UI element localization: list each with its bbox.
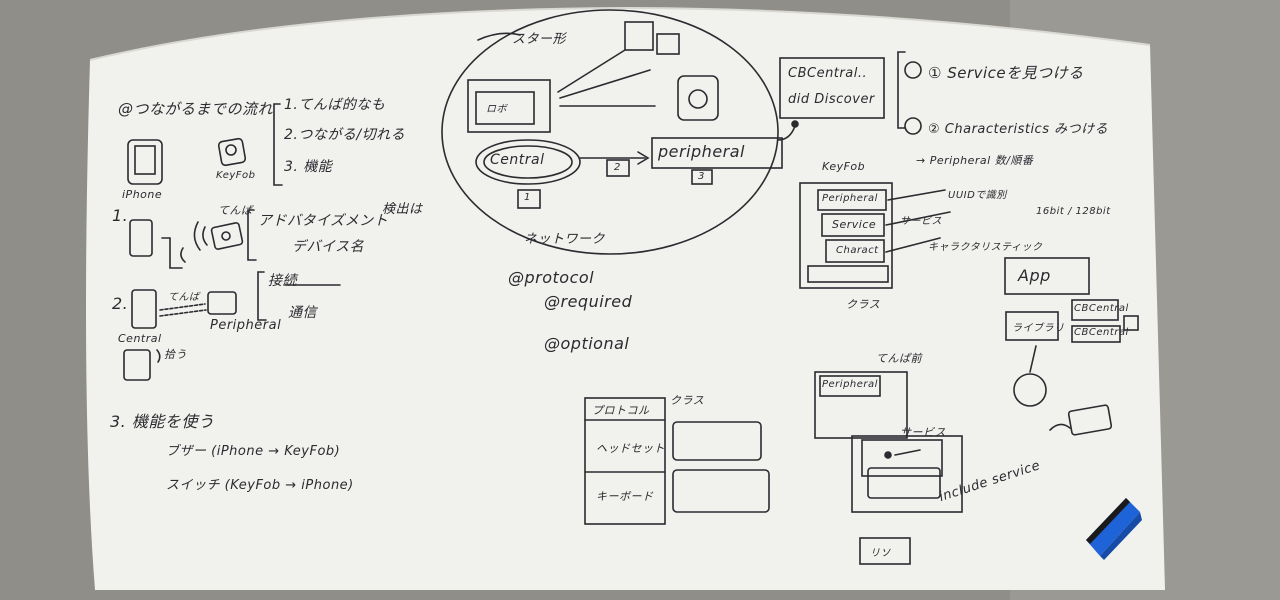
library-label: ライブラリ xyxy=(1012,323,1065,334)
keyfob-box-service: Service xyxy=(832,218,877,231)
cb-line1: CBCentral.. xyxy=(788,66,868,81)
section2-extra: 拾う xyxy=(164,348,187,361)
section3-title: 3. 機能を使う xyxy=(110,412,215,431)
network-label: ネットワーク xyxy=(524,232,606,247)
iphone-label: iPhone xyxy=(122,188,163,201)
protocol-line2: @required xyxy=(544,292,633,311)
characteristic-note: キャラクタリスティック xyxy=(928,242,1043,253)
section1-item1: アドバタイズメント xyxy=(258,213,389,229)
keyfob-box-charact: Charact xyxy=(836,245,879,256)
right-step1: ① Serviceを見つける xyxy=(928,64,1084,82)
class-label: クラス xyxy=(846,298,881,311)
section3-line2: スイッチ (KeyFob → iPhone) xyxy=(166,478,354,493)
step-2: 2.つながる/切れる xyxy=(284,127,406,143)
keyfob-label: KeyFob xyxy=(216,170,256,181)
table-row-keyboard: キーボード xyxy=(596,490,654,503)
star-label: スター形 xyxy=(512,32,567,47)
eraser xyxy=(1086,498,1142,560)
keyfob-title: KeyFob xyxy=(822,160,866,173)
step-3: 3. 機能 xyxy=(284,159,333,175)
central-node: Central xyxy=(490,152,545,168)
protocol-line3: @optional xyxy=(544,334,630,353)
section3-line1: ブザー (iPhone → KeyFob) xyxy=(166,444,341,459)
table-header-class: クラス xyxy=(670,394,705,407)
central-label: Central xyxy=(118,332,162,345)
bits-note: 16bit / 128bit xyxy=(1036,206,1111,217)
small-box-label: ロボ xyxy=(486,104,507,115)
section2-item2: 通信 xyxy=(288,305,317,321)
cbcentral-label-2: CBCentral xyxy=(1074,327,1129,338)
section1-note: 検出は xyxy=(382,202,423,217)
num-3: 3 xyxy=(698,171,705,182)
table-row-headset: ヘッドセット xyxy=(596,442,665,455)
num-1: 1 xyxy=(524,192,531,203)
protocol-line1: @protocol xyxy=(508,268,595,287)
bottom-box: リソ xyxy=(870,548,891,559)
num-2: 2 xyxy=(614,162,621,173)
peripheral-label: Peripheral xyxy=(210,318,282,333)
peripheral-node: peripheral xyxy=(658,142,745,161)
bottom-service: サービス xyxy=(900,426,946,439)
section2-number: 2. xyxy=(112,294,129,313)
title-note: @つながるまでの流れ xyxy=(118,100,274,118)
section1-item2: デバイス名 xyxy=(292,239,365,255)
uuid-note: UUIDで識別 xyxy=(948,190,1007,201)
right-step2: ② Characteristics みつける xyxy=(928,122,1109,137)
table-header-protocol: プロトコル xyxy=(592,404,650,417)
section1-tag: てんば xyxy=(218,204,253,217)
bottom-peripheral: Peripheral xyxy=(822,379,878,390)
bottom-title: てんぱ前 xyxy=(876,352,922,365)
peripheral-note: → Peripheral 数/順番 xyxy=(916,154,1034,167)
app-box-label: App xyxy=(1018,266,1051,285)
keyfob-box-peripheral: Peripheral xyxy=(822,193,878,204)
service-note: サービス xyxy=(900,216,942,227)
cb-line2: did Discover xyxy=(788,92,875,107)
section1-number: 1. xyxy=(112,206,129,225)
section2-item1: 接続 xyxy=(268,273,297,289)
section2-tag: てんば xyxy=(168,292,200,303)
cbcentral-label-1: CBCentral xyxy=(1074,303,1129,314)
step-1: 1.てんば的なも xyxy=(284,97,386,113)
